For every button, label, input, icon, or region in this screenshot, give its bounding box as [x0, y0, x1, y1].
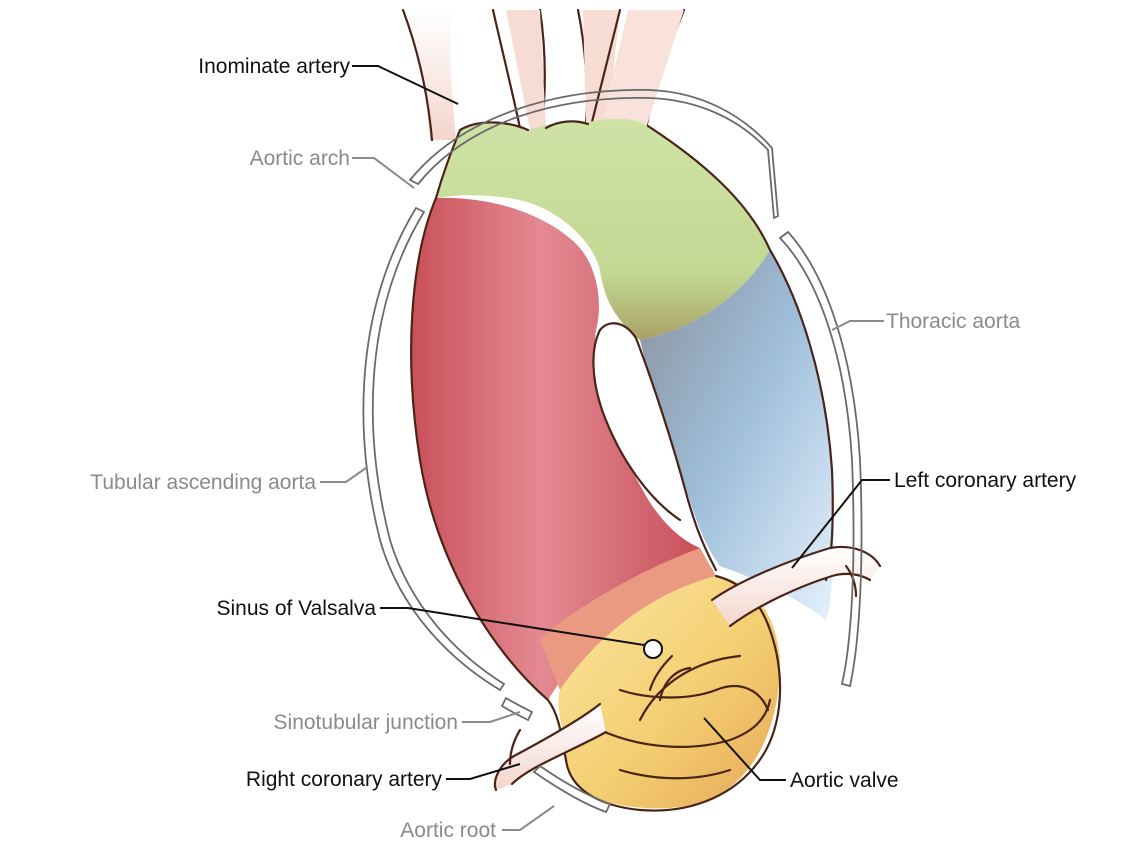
aortic-arch-leader — [352, 158, 414, 188]
thoracic-aorta-leader — [832, 321, 884, 330]
inominate-artery-label: Inominate artery — [198, 55, 350, 78]
great-vessels — [403, 10, 684, 140]
tubular-ascending-aorta-leader — [320, 468, 366, 482]
aortic-root-label: Aortic root — [400, 819, 496, 842]
sinotubular-junction-label: Sinotubular junction — [274, 711, 458, 734]
aortic-arch-label: Aortic arch — [250, 147, 350, 170]
aortic-root-leader — [502, 806, 554, 830]
sinus-of-valsalva-label: Sinus of Valsalva — [216, 597, 376, 620]
left-coronary-artery-label: Left coronary artery — [894, 469, 1077, 492]
right-coronary-artery-label: Right coronary artery — [246, 768, 443, 791]
thoracic-aorta-label: Thoracic aorta — [886, 310, 1021, 333]
tubular-ascending-aorta-label: Tubular ascending aorta — [90, 471, 316, 494]
sinotubular-junction-leader — [462, 712, 520, 722]
sinus-marker-circle — [644, 640, 662, 658]
aortic-valve-label: Aortic valve — [790, 769, 899, 792]
